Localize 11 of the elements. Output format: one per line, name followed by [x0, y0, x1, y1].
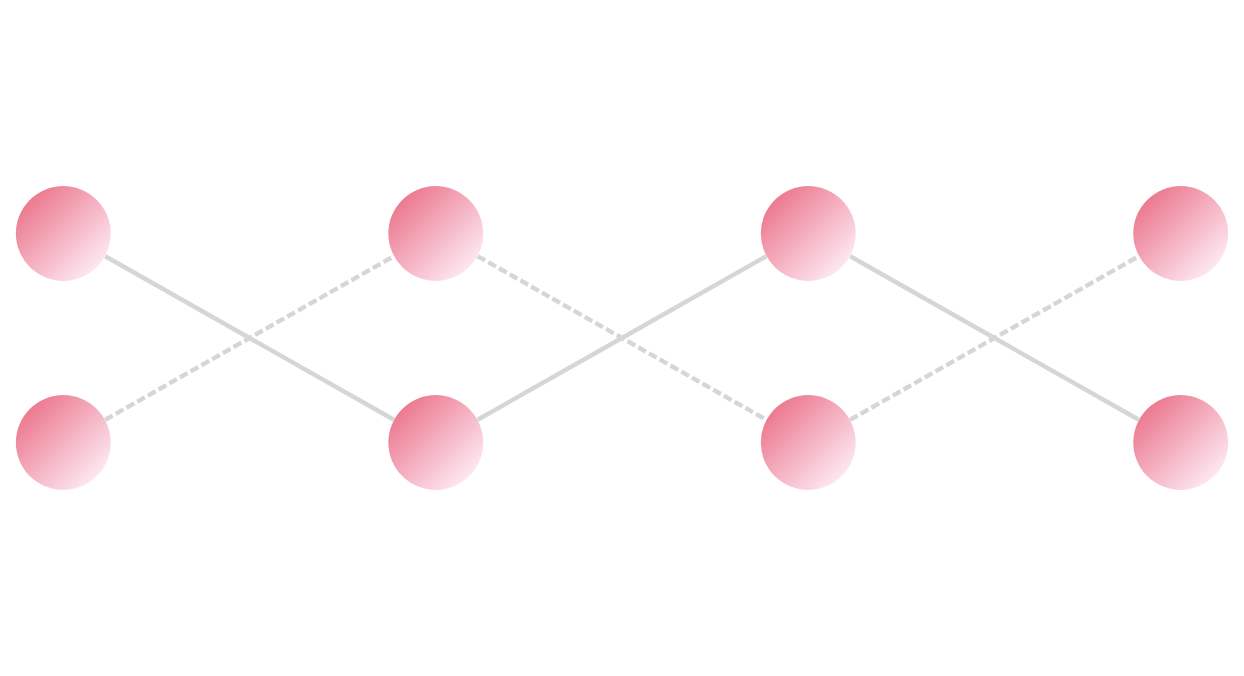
node-circle: [760, 395, 856, 490]
node-circle: [760, 186, 856, 281]
connector: [849, 254, 1140, 422]
connector: [104, 254, 395, 422]
connector: [476, 254, 768, 422]
node-circle: [1133, 395, 1229, 490]
node-circle: [388, 186, 484, 281]
node-circle: [388, 395, 484, 490]
node-circle: [1133, 186, 1229, 281]
node-circle: [15, 395, 111, 490]
node-circle: [15, 186, 111, 281]
